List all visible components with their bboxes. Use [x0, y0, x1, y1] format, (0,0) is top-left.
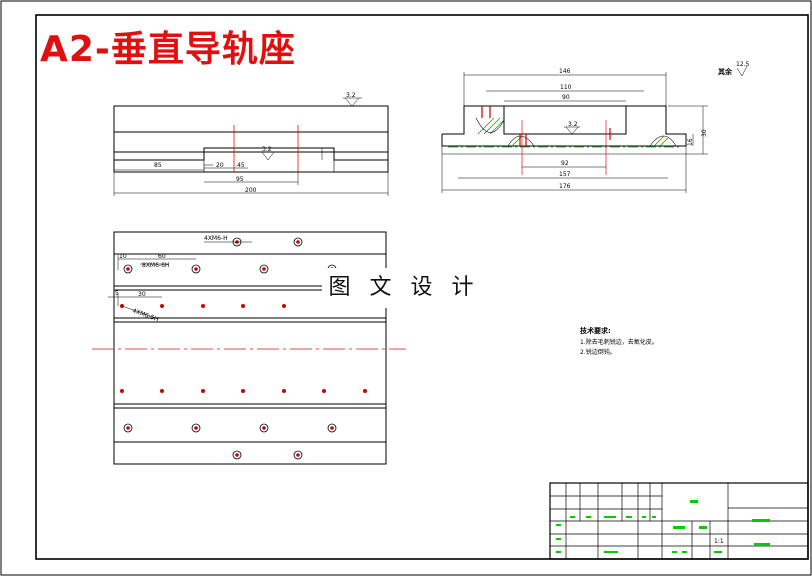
top-view-callout-lines [108, 241, 252, 319]
inner-frame [35, 14, 809, 560]
dim-20: 20 [216, 162, 224, 169]
side-dimension-lines [441, 65, 748, 193]
front-dimension-lines [113, 97, 389, 196]
tech-note-2: 2.锐边倒钝。 [580, 348, 616, 356]
callout-30: 30 [138, 291, 146, 298]
dim-45: 45 [237, 162, 245, 169]
callout-5: 5 [115, 290, 119, 297]
dim-90: 90 [562, 94, 570, 101]
side-holes [481, 106, 611, 146]
tech-notes-title: 技术要求: [580, 326, 611, 335]
tech-note-1: 1.除去毛刺锐边，去氧化皮。 [580, 338, 658, 346]
dim-146: 146 [559, 68, 571, 75]
callout-8xm6-6h: 8XM6-6H [142, 262, 169, 269]
dim-200: 200 [245, 187, 257, 194]
dim-176: 176 [559, 183, 571, 190]
roughness-general-value: 12.5 [736, 61, 750, 68]
scale-value: 1:1 [714, 538, 724, 545]
drawing-title: A2-垂直导轨座 [40, 29, 296, 70]
roughness-side: 3.2 [568, 121, 578, 128]
top-view-holes [123, 237, 337, 460]
dim-95: 95 [236, 176, 244, 183]
title-block-fills [556, 500, 770, 553]
callout-4xm6-5h: 4XM6-5H [131, 307, 159, 323]
roughness-general-label: 其余 [718, 67, 733, 76]
side-centerlines [448, 120, 682, 175]
dim-92: 92 [561, 160, 569, 167]
dim-110: 110 [560, 84, 572, 91]
callout-4xm6-h: 4XM6-H [204, 235, 228, 242]
watermark: 图 文 设 计 [322, 268, 486, 308]
dim-30: 30 [701, 129, 708, 137]
front-view [113, 105, 389, 173]
dim-85: 85 [154, 162, 162, 169]
dim-16: 16 [687, 138, 694, 146]
top-view-hole-centers [120, 240, 367, 457]
callout-10: 10 [119, 253, 127, 260]
callout-60: 60 [158, 253, 166, 260]
dim-157: 157 [559, 171, 571, 178]
front-centerlines [233, 125, 299, 172]
roughness-front-top: 3.2 [346, 92, 356, 99]
roughness-front-slot: 3.2 [262, 146, 272, 153]
